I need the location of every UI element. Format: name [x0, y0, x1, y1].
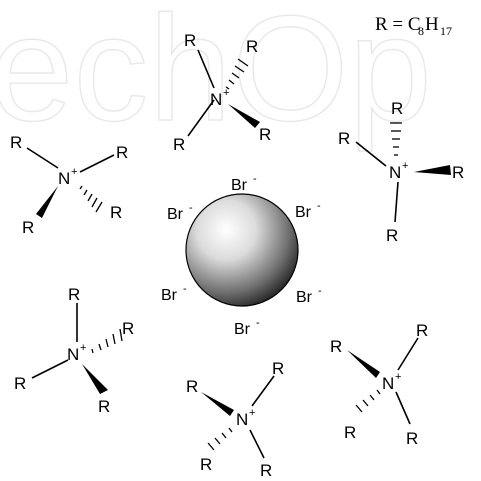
- positive-charge: +: [249, 407, 255, 419]
- substituent-r: R: [272, 359, 284, 378]
- substituent-r: R: [246, 37, 258, 56]
- substituent-r: R: [14, 374, 26, 393]
- svg-text:Br: Br: [231, 177, 248, 194]
- formula-lhs: R = C: [375, 14, 421, 35]
- watermark-text: echOp: [0, 0, 432, 152]
- positive-charge: +: [71, 166, 77, 178]
- svg-text:Br: Br: [167, 206, 184, 223]
- nitrogen-atom: N: [382, 374, 394, 393]
- svg-text:Br: Br: [296, 289, 313, 306]
- substituent-r: R: [122, 319, 134, 338]
- svg-text:-: -: [318, 285, 322, 297]
- nitrogen-atom: N: [210, 90, 222, 109]
- substituent-r: R: [344, 423, 356, 442]
- svg-text:Br: Br: [295, 204, 312, 221]
- bromide-ion-lower-left: Br-: [161, 283, 187, 304]
- substituent-r: R: [338, 129, 350, 148]
- svg-text:Br: Br: [161, 287, 178, 304]
- nitrogen-atom: N: [389, 163, 401, 182]
- substituent-r: R: [116, 143, 128, 162]
- nitrogen-atom: N: [236, 410, 248, 429]
- bromide-ion-upper-left: Br-: [167, 202, 193, 223]
- positive-charge: +: [395, 371, 401, 383]
- nanoparticle-sphere: [185, 193, 299, 307]
- positive-charge: +: [80, 342, 86, 354]
- substituent-r: R: [386, 226, 398, 245]
- bromide-ion-upper-right: Br-: [295, 200, 321, 221]
- ammonium-cation-top: R R R R N +: [173, 31, 271, 154]
- substituent-r: R: [416, 321, 428, 340]
- positive-charge: +: [402, 160, 408, 172]
- substituent-r: R: [391, 99, 403, 118]
- bromide-ion-bottom: Br-: [234, 317, 260, 338]
- formula-c-subscript: 8: [418, 24, 424, 38]
- substituent-r: R: [259, 125, 271, 144]
- formula-h-subscript: 17: [440, 24, 452, 38]
- nitrogen-atom: N: [58, 169, 70, 188]
- svg-text:-: -: [189, 202, 193, 214]
- ammonium-cation-upper-left: R R R R N +: [10, 133, 128, 237]
- bromide-ion-lower-right: Br-: [296, 285, 322, 306]
- svg-text:-: -: [253, 173, 257, 185]
- substituent-r: R: [184, 31, 196, 50]
- ammonium-cation-upper-right: R R R R N +: [338, 99, 464, 245]
- ammonium-cation-bottom: R R R R N +: [186, 359, 284, 480]
- bromide-ions: Br- Br- Br- Br- Br- Br-: [161, 173, 322, 338]
- formula-h: H: [425, 14, 439, 35]
- svg-text:-: -: [317, 200, 321, 212]
- ammonium-cation-lower-left: R R R R N +: [14, 285, 134, 416]
- substituent-r: R: [330, 337, 342, 356]
- substituent-r: R: [173, 135, 185, 154]
- svg-text:-: -: [256, 317, 260, 329]
- svg-text:Br: Br: [234, 321, 251, 338]
- formula-label: R = C 8 H 17: [375, 14, 452, 38]
- nitrogen-atom: N: [67, 345, 79, 364]
- bromide-ion-top: Br-: [231, 173, 257, 194]
- ammonium-cation-lower-right: R R R R N +: [330, 321, 428, 448]
- substituent-r: R: [406, 429, 418, 448]
- substituent-r: R: [10, 133, 22, 152]
- substituent-r: R: [200, 455, 212, 474]
- substituent-r: R: [68, 285, 80, 304]
- substituent-r: R: [110, 203, 122, 222]
- substituent-r: R: [186, 377, 198, 396]
- substituent-r: R: [98, 397, 110, 416]
- substituent-r: R: [452, 163, 464, 182]
- substituent-r: R: [22, 218, 34, 237]
- positive-charge: +: [223, 87, 229, 99]
- substituent-r: R: [260, 461, 272, 480]
- svg-text:-: -: [183, 283, 187, 295]
